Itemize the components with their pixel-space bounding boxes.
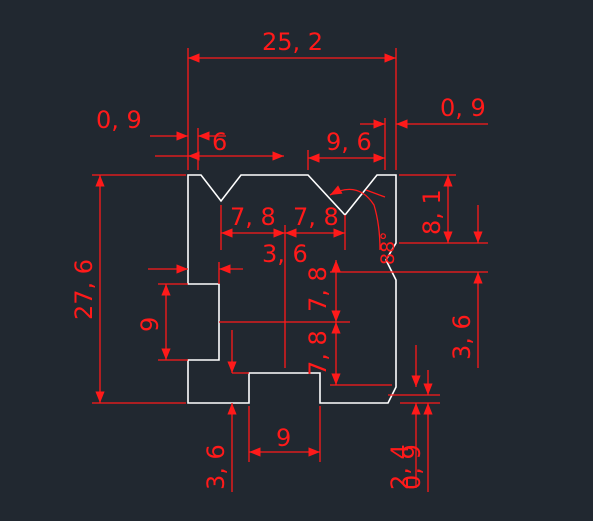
dimension-lines	[92, 48, 488, 492]
dim-bottom-right-small-b: 0, 9	[398, 444, 426, 490]
dim-left-margin: 0, 9	[96, 106, 142, 134]
dim-bottom-right-small-a: 2, 4	[386, 444, 414, 490]
dim-bottom-slot-depth: 3, 6	[202, 444, 230, 490]
profile-outline	[187, 174, 397, 404]
dim-angle: 88°	[377, 231, 399, 265]
dim-right-notch: 9, 6	[326, 128, 372, 156]
dim-center-offset: 3, 6	[262, 240, 308, 268]
dim-left-pitch: 7, 8	[230, 203, 276, 231]
dim-left-slot-height: 9	[136, 317, 164, 332]
dim-bottom-slot-width: 9	[276, 424, 291, 452]
dim-right-margin: 0, 9	[440, 94, 486, 122]
dim-mid-right-height: 3, 6	[448, 314, 476, 360]
dim-vertical-pitch-lower: 7, 8	[304, 330, 332, 376]
dim-right-pitch: 7, 8	[293, 203, 339, 231]
dimension-labels: 25, 2 0, 9 0, 9 6 9, 6 7, 8 7, 8 3, 6 88…	[70, 28, 486, 490]
dim-overall-width: 25, 2	[262, 28, 323, 56]
dim-left-notch: 6	[212, 128, 227, 156]
dim-vertical-pitch-upper: 7, 8	[304, 266, 332, 312]
dim-overall-height: 27, 6	[70, 259, 98, 320]
dim-upper-right-height: 8, 1	[418, 189, 446, 235]
